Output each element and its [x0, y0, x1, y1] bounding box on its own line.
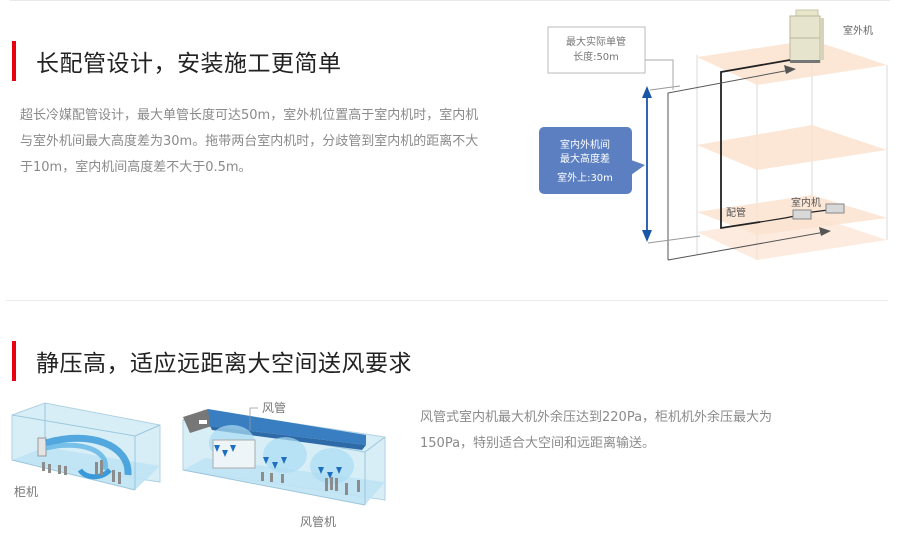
outdoor-unit-icon — [789, 9, 824, 63]
top-rule — [10, 0, 890, 1]
accent-bar — [12, 41, 16, 81]
svg-text:室外机: 室外机 — [843, 24, 873, 37]
piping-diagram: 室外机 室内机 配管 最大实际单管 长度:50m 室内外机间 最大高度差 室 — [530, 0, 900, 275]
svg-text:柜机: 柜机 — [14, 485, 38, 499]
svg-text:室内机: 室内机 — [791, 196, 821, 209]
accent-bar — [12, 341, 16, 381]
svg-text:最大实际单管: 最大实际单管 — [566, 35, 626, 48]
section2-title: 静压高，适应远距离大空间送风要求 — [36, 351, 412, 377]
section-title-high-static-pressure: 静压高，适应远距离大空间送风要求 — [12, 341, 412, 381]
section1-title: 长配管设计，安装施工更简单 — [36, 51, 342, 77]
svg-text:室内外机间: 室内外机间 — [560, 138, 610, 151]
svg-text:配管: 配管 — [726, 206, 746, 219]
svg-text:风管机: 风管机 — [300, 514, 336, 529]
svg-text:最大高度差: 最大高度差 — [560, 152, 610, 165]
section-divider — [6, 300, 888, 301]
svg-text:室外上:30m: 室外上:30m — [557, 171, 613, 184]
section-title-long-piping: 长配管设计，安装施工更简单 — [12, 41, 342, 81]
air-supply-diagram: 柜机 — [0, 395, 420, 536]
section1-description: 超长冷媒配管设计，最大单管长度可达50m，室外机位置高于室内机时，室内机与室外机… — [20, 108, 479, 175]
indoor-unit-icon — [792, 203, 845, 220]
svg-text:风管: 风管 — [262, 400, 286, 415]
svg-text:长度:50m: 长度:50m — [573, 50, 619, 63]
section2-description: 风管式室内机最大机外余压达到220Pa，柜机机外余压最大为150Pa，特别适合大… — [420, 410, 773, 451]
cabinet-room-illustration — [11, 402, 161, 491]
duct-unit-room-illustration — [182, 407, 386, 506]
